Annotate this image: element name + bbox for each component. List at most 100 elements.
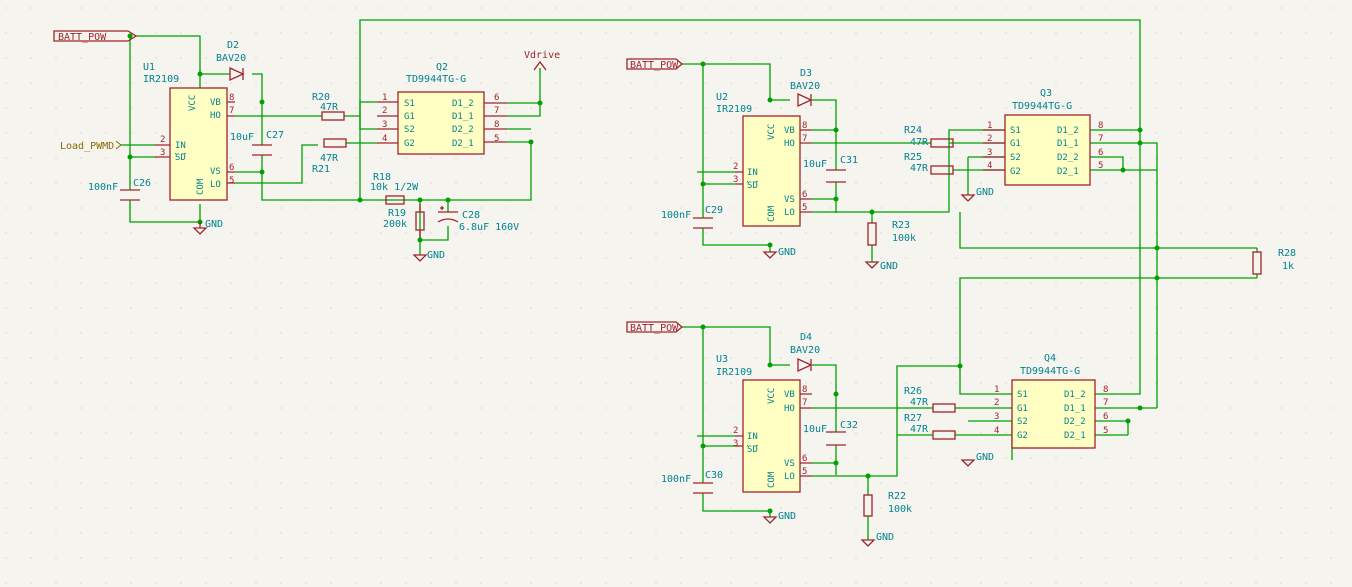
capacitor-c29: 100nF C29 <box>661 205 723 229</box>
svg-text:D1_1: D1_1 <box>1064 404 1086 414</box>
svg-text:D3: D3 <box>800 68 812 79</box>
gnd-symbols: GND GND GND GND GND GND GND GND <box>192 187 994 547</box>
svg-text:3: 3 <box>987 148 992 158</box>
batt-pow-label-1: BATT_POW <box>53 30 138 43</box>
svg-text:R19: R19 <box>388 208 406 219</box>
svg-text:D2_2: D2_2 <box>1057 153 1079 163</box>
svg-text:IN: IN <box>747 168 758 178</box>
resistor-r21: 47R R21 <box>312 138 347 175</box>
svg-text:2: 2 <box>733 426 738 436</box>
svg-text:D2_1: D2_1 <box>1057 167 1079 177</box>
svg-text:VS: VS <box>784 195 795 205</box>
svg-text:IR2109: IR2109 <box>716 104 752 115</box>
svg-text:10uF: 10uF <box>803 424 827 435</box>
svg-text:GND: GND <box>976 452 994 463</box>
svg-text:VCC: VCC <box>188 95 198 111</box>
resistor-r18: R18 10k 1/2W <box>370 172 419 205</box>
svg-text:200k: 200k <box>383 219 407 230</box>
svg-text:R20: R20 <box>312 92 330 103</box>
svg-text:3: 3 <box>382 120 387 130</box>
svg-text:TD9944TG-G: TD9944TG-G <box>1020 366 1080 377</box>
svg-text:GND: GND <box>778 511 796 522</box>
capacitor-c28: C28 6.8uF 160V <box>437 206 519 233</box>
svg-text:C29: C29 <box>705 205 723 216</box>
svg-text:47R: 47R <box>320 102 339 113</box>
svg-text:7: 7 <box>802 398 807 408</box>
svg-text:IR2109: IR2109 <box>143 74 179 85</box>
svg-text:2: 2 <box>160 135 165 145</box>
svg-text:100k: 100k <box>888 504 912 515</box>
ic-u2: U2 IR2109 VCC COM IN SD VB HO VS LO 2 3 … <box>716 92 812 227</box>
batt-pow-label-3: BATT_POW <box>626 321 684 334</box>
svg-text:TD9944TG-G: TD9944TG-G <box>406 74 466 85</box>
svg-text:100nF: 100nF <box>88 182 118 193</box>
svg-text:8: 8 <box>494 120 499 130</box>
svg-text:7: 7 <box>229 106 234 116</box>
svg-text:10uF: 10uF <box>230 132 254 143</box>
svg-text:100k: 100k <box>892 233 916 244</box>
svg-text:8: 8 <box>1103 385 1108 395</box>
svg-text:S1: S1 <box>1010 126 1021 136</box>
svg-text:S2: S2 <box>1010 153 1021 163</box>
svg-text:G2: G2 <box>1010 167 1021 177</box>
svg-text:6.8uF 160V: 6.8uF 160V <box>459 222 519 233</box>
svg-text:BATT_POW: BATT_POW <box>630 323 679 334</box>
capacitor-c27: 10uF C27 <box>230 130 284 156</box>
svg-text:BAV20: BAV20 <box>790 81 820 92</box>
svg-text:BATT_POW: BATT_POW <box>630 60 679 71</box>
svg-text:TD9944TG-G: TD9944TG-G <box>1012 101 1072 112</box>
mosfet-q3: Q3 TD9944TG-G S1 G1 S2 G2 D1_2 D1_1 D2_2… <box>983 88 1103 186</box>
svg-text:D2_1: D2_1 <box>452 139 474 149</box>
svg-text:IR2109: IR2109 <box>716 367 752 378</box>
resistor-r27: R27 47R <box>897 413 956 440</box>
svg-text:D2_2: D2_2 <box>1064 417 1086 427</box>
svg-text:IN: IN <box>747 432 758 442</box>
svg-text:Q2: Q2 <box>436 62 448 73</box>
svg-text:R22: R22 <box>888 491 906 502</box>
vdrive-label: Vdrive <box>524 50 560 71</box>
mosfet-q2: Q2 TD9944TG-G S1 G1 S2 G2 D1_2 D1_1 D2_2… <box>377 62 507 155</box>
svg-text:7: 7 <box>494 106 499 116</box>
svg-text:6: 6 <box>1103 412 1108 422</box>
svg-text:D1_2: D1_2 <box>1064 390 1086 400</box>
capacitor-c26: 100nF C26 <box>88 178 151 201</box>
svg-text:D1_1: D1_1 <box>1057 139 1079 149</box>
svg-text:47R: 47R <box>910 424 929 435</box>
svg-text:LO: LO <box>784 208 795 218</box>
svg-text:D1_2: D1_2 <box>1057 126 1079 136</box>
svg-text:S1: S1 <box>1017 390 1028 400</box>
ic-u3: U3 IR2109 VCC COM IN SD VB HO VS LO 2 3 … <box>716 354 812 493</box>
svg-text:GND: GND <box>778 247 796 258</box>
svg-text:D1_2: D1_2 <box>452 99 474 109</box>
svg-text:HO: HO <box>784 139 795 149</box>
svg-text:GND: GND <box>427 250 445 261</box>
resistor-r22: R22 100k <box>863 491 912 517</box>
svg-text:1: 1 <box>382 93 387 103</box>
svg-text:G2: G2 <box>404 139 415 149</box>
svg-text:VS: VS <box>784 459 795 469</box>
svg-text:6: 6 <box>229 163 234 173</box>
capacitor-c31: 10uF C31 <box>803 155 858 183</box>
svg-text:5: 5 <box>494 134 499 144</box>
diode-d4: D4 BAV20 <box>790 332 820 373</box>
svg-text:100nF: 100nF <box>661 474 691 485</box>
svg-text:VS: VS <box>210 167 221 177</box>
svg-text:2: 2 <box>987 134 992 144</box>
svg-text:U1: U1 <box>143 62 155 73</box>
wires <box>120 19 1258 540</box>
diode-d3: D3 BAV20 <box>790 68 820 108</box>
svg-text:S2: S2 <box>404 125 415 135</box>
svg-text:VB: VB <box>784 126 795 136</box>
svg-text:GND: GND <box>205 219 223 230</box>
svg-text:U2: U2 <box>716 92 728 103</box>
svg-text:47R: 47R <box>910 137 929 148</box>
svg-text:C30: C30 <box>705 470 723 481</box>
svg-text:47R: 47R <box>910 397 929 408</box>
svg-text:3: 3 <box>160 148 165 158</box>
svg-text:7: 7 <box>1103 398 1108 408</box>
svg-text:D4: D4 <box>800 332 812 343</box>
capacitor-c32: 10uF C32 <box>803 420 858 446</box>
svg-text:8: 8 <box>229 93 234 103</box>
svg-text:R21: R21 <box>312 164 330 175</box>
svg-text:6: 6 <box>494 93 499 103</box>
